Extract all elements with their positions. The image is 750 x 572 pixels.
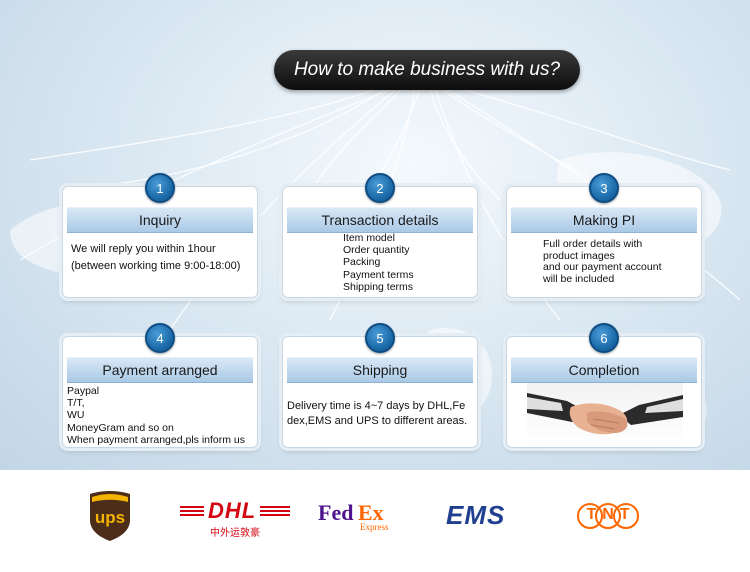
step-line: dex,EMS and UPS to different areas. [287, 415, 468, 427]
step-line: Full order details with [543, 238, 643, 250]
step-heading: Inquiry [67, 207, 253, 233]
ems-logo-text: EMS [446, 500, 506, 530]
step-line: (between working time 9:00-18:00) [71, 260, 241, 272]
step-number-badge: 2 [365, 173, 395, 203]
step-line: Delivery time is 4~7 days by DHL,Fe [287, 400, 466, 412]
step-line: product images [543, 249, 615, 262]
ups-logo: ups [88, 490, 132, 542]
step-card-making-pi: Making PI 3 Full order details with prod… [506, 173, 702, 298]
step-line: MoneyGram and so on [67, 421, 174, 434]
step-line: Paypal [67, 385, 100, 397]
fedex-logo-ex: Ex [358, 500, 384, 525]
step-card-completion: Completion 6 [506, 323, 702, 448]
step-number-badge: 5 [365, 323, 395, 353]
step-card-payment-arranged: Payment arranged 4 Paypal T/T, WU MoneyG… [62, 323, 258, 448]
step-line: T/T, [67, 397, 85, 410]
handshake-image [527, 383, 683, 447]
step-number-badge: 3 [589, 173, 619, 203]
dhl-logo-text: DHL [204, 498, 261, 524]
step-number-badge: 6 [589, 323, 619, 353]
dhl-logo: DHL 中外运敦豪 [180, 498, 290, 539]
step-line: Order quantity [343, 244, 410, 257]
tnt-logo-text: TNT [586, 506, 636, 523]
page-title: How to make business with us? [274, 50, 580, 90]
step-card-inquiry: Inquiry 1 We will reply you within 1hour… [62, 173, 258, 298]
step-card-transaction-details: Transaction details 2 Item model Order q… [282, 173, 478, 298]
step-heading: Completion [511, 357, 697, 383]
step-line: will be included [543, 272, 615, 285]
step-card-shipping: Shipping 5 Delivery time is 4~7 days by … [282, 323, 478, 448]
step-line: When payment arranged,pls inform us [67, 433, 246, 446]
step-line: We will reply you within 1hour [71, 243, 216, 255]
step-description: Full order details with product images a… [543, 238, 695, 285]
tnt-logo: TNT [576, 502, 640, 530]
step-heading: Payment arranged [67, 357, 253, 383]
shipping-carriers-logos: ups DHL 中外运敦豪 Fed Ex Express EMS TNT [0, 478, 750, 572]
step-line: Shipping terms [343, 280, 414, 293]
step-description: We will reply you within 1hour (between … [71, 241, 251, 275]
dhl-logo-subtext: 中外运敦豪 [210, 528, 260, 539]
step-number-badge: 1 [145, 173, 175, 203]
step-line: Packing [343, 256, 381, 269]
step-line: and our payment account [543, 261, 662, 273]
step-line: Payment terms [343, 268, 414, 281]
step-number-badge: 4 [145, 323, 175, 353]
fedex-logo: Fed Ex Express [318, 500, 408, 536]
step-line: WU [67, 409, 85, 422]
ems-logo: EMS [446, 500, 522, 532]
step-description: Delivery time is 4~7 days by DHL,Fe dex,… [287, 399, 471, 429]
fedex-logo-fed: Fed [318, 500, 354, 525]
step-description: Item model Order quantity Packing Paymen… [343, 232, 471, 293]
ups-logo-text: ups [94, 508, 126, 527]
step-heading: Making PI [511, 207, 697, 233]
fedex-logo-subtext: Express [360, 522, 389, 532]
step-line: Item model [343, 232, 395, 244]
step-heading: Transaction details [287, 207, 473, 233]
step-description: Paypal T/T, WU MoneyGram and so on When … [67, 385, 251, 446]
step-heading: Shipping [287, 357, 473, 383]
